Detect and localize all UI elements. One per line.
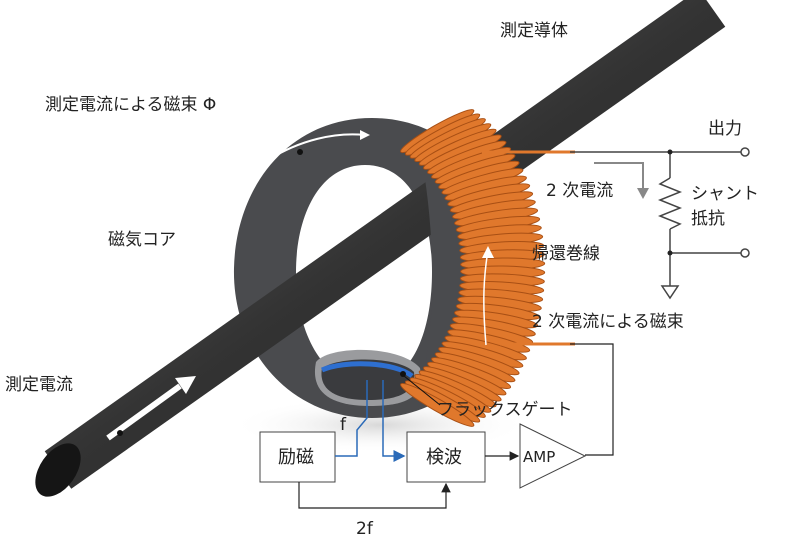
- coil-turn: [400, 382, 475, 427]
- fluxgate-element: [321, 361, 414, 379]
- detection-block: [406, 431, 486, 483]
- conductor-rod: [35, 0, 726, 497]
- shunt-circuit: [570, 151, 741, 300]
- ground-symbol: [660, 285, 680, 300]
- amp-block: [519, 423, 587, 489]
- label-flux-measured: 測定電流による磁束 Φ: [45, 95, 216, 115]
- output-terminal-top: [740, 147, 750, 157]
- output-terminal-bottom: [740, 248, 750, 258]
- label-secondary-current: 2 次電流: [546, 181, 613, 201]
- label-secondary-flux: 2 次電流による磁束: [532, 312, 684, 332]
- label-feedback-winding: 帰還巻線: [532, 244, 600, 264]
- feedback-coil: [400, 109, 546, 427]
- detection-label: 検波: [426, 447, 462, 468]
- shunt-resistor: [657, 177, 683, 230]
- label-measured-current: 測定電流: [5, 375, 73, 395]
- excitation-signal: [335, 380, 368, 457]
- label-2f: 2f: [356, 519, 374, 539]
- secondary-current-arrow: [594, 162, 644, 190]
- label-fluxgate: フラックスゲート: [437, 400, 573, 420]
- detection-signal: [382, 380, 406, 462]
- excitation-label: 励磁: [278, 447, 314, 468]
- flux-arrow: [267, 133, 366, 161]
- current-arrow: [106, 383, 182, 441]
- label-shunt-1: シャント: [691, 184, 759, 204]
- label-shunt-2: 抵抗: [691, 209, 725, 229]
- amp-label: AMP: [523, 448, 555, 466]
- excitation-block: [259, 431, 336, 483]
- label-output: 出力: [708, 119, 742, 139]
- label-f: f: [340, 415, 347, 435]
- label-core: 磁気コア: [108, 230, 176, 250]
- label-conductor: 測定導体: [500, 21, 568, 41]
